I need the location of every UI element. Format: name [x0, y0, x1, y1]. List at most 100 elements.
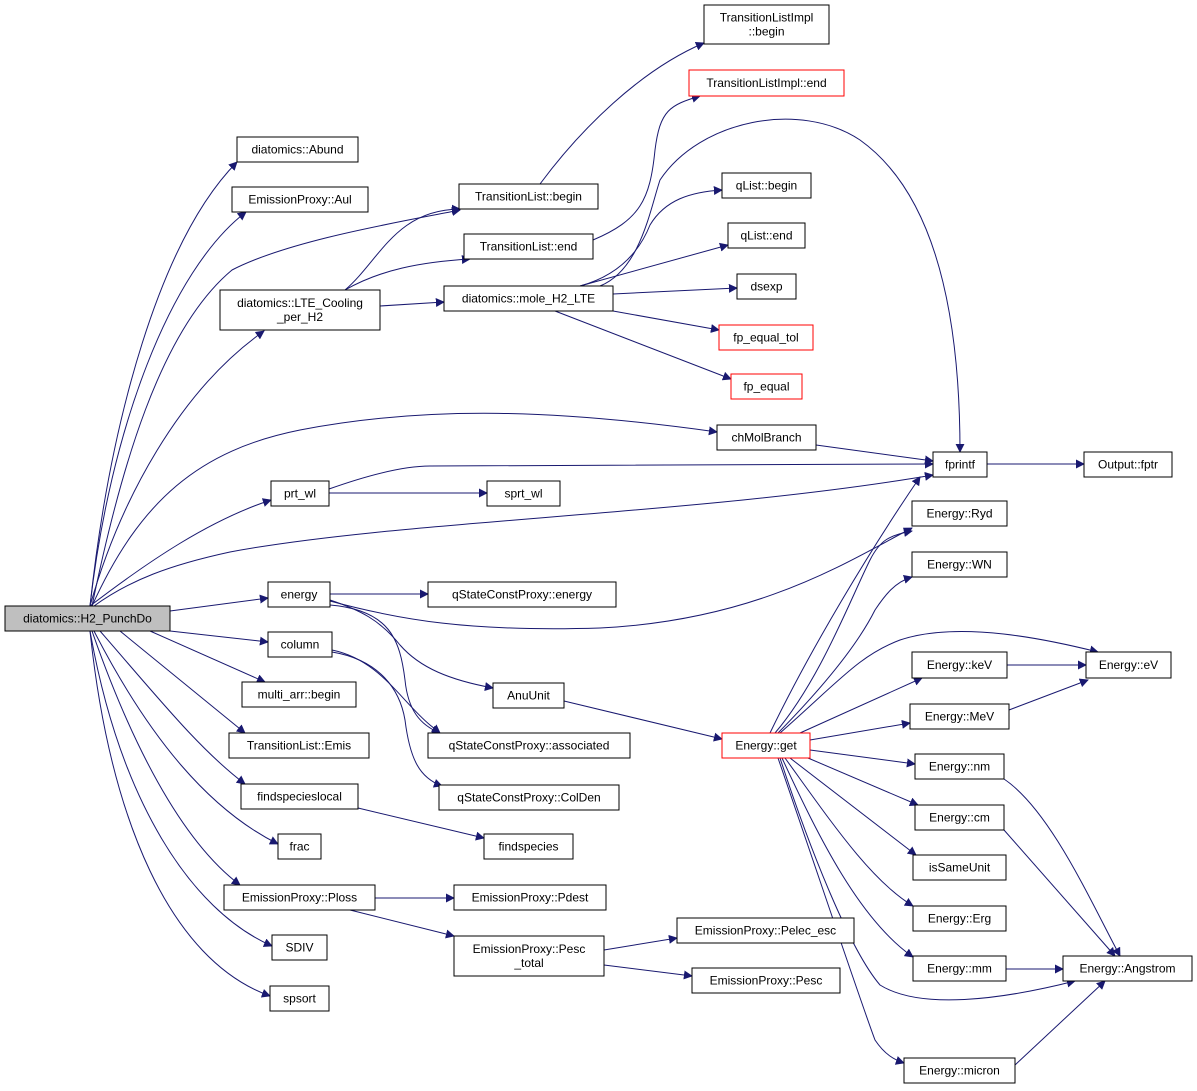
node-label: EmissionProxy::Pesc: [710, 974, 823, 988]
node-eev[interactable]: Energy::eV: [1085, 651, 1172, 679]
node-box: [1083, 451, 1173, 478]
node-prtwl[interactable]: prt_wl: [270, 480, 330, 507]
node-tliend[interactable]: TransitionListImpl::end: [688, 69, 845, 97]
node-anu[interactable]: AnuUnit: [492, 682, 565, 709]
edge-eget-to-emicron: [777, 757, 905, 1065]
edge-eget-to-eang: [779, 757, 1076, 1001]
node-qsenergy[interactable]: qStateConstProxy::energy: [427, 581, 617, 608]
node-dsexp[interactable]: dsexp: [736, 273, 797, 300]
node-sdiv[interactable]: SDIV: [271, 934, 328, 961]
node-box: [911, 500, 1008, 527]
node-eget[interactable]: Energy::get: [721, 732, 811, 759]
node-label: qStateConstProxy::energy: [452, 588, 592, 602]
node-multi[interactable]: multi_arr::begin: [241, 681, 357, 708]
node-box: [736, 273, 797, 300]
node-label: qStateConstProxy::ColDen: [457, 791, 600, 805]
node-label: Energy::Erg: [928, 912, 991, 926]
node-box: [718, 324, 814, 351]
node-outfptr[interactable]: Output::fptr: [1083, 451, 1173, 478]
node-ewn[interactable]: Energy::WN: [911, 551, 1008, 578]
node-qbegin[interactable]: qList::begin: [721, 172, 812, 199]
node-eerg[interactable]: Energy::Erg: [912, 905, 1007, 932]
node-energy[interactable]: energy: [267, 581, 331, 608]
edge-root-to-energy: [169, 594, 269, 612]
node-label: Energy::keV: [927, 658, 992, 672]
node-label: findspecies: [498, 840, 558, 854]
node-abund[interactable]: diatomics::Abund: [236, 136, 359, 163]
node-box: [453, 884, 607, 911]
node-label: column: [281, 638, 320, 652]
node-label: Energy::Angstrom: [1079, 962, 1175, 976]
node-enm[interactable]: Energy::nm: [914, 753, 1005, 780]
node-label: qList::end: [740, 229, 792, 243]
node-qsassoc[interactable]: qStateConstProxy::associated: [427, 732, 631, 759]
node-aul[interactable]: EmissionProxy::Aul: [231, 186, 369, 213]
node-label: TransitionList::Emis: [247, 739, 351, 753]
node-tlbegin[interactable]: TransitionList::begin: [458, 183, 599, 210]
node-pesc[interactable]: EmissionProxy::Pesc: [691, 967, 841, 994]
node-ekev[interactable]: Energy::keV: [911, 651, 1008, 679]
node-fpeq[interactable]: fp_equal: [730, 373, 803, 400]
node-column[interactable]: column: [267, 631, 333, 658]
node-label: qStateConstProxy::associated: [449, 739, 610, 753]
node-pelec[interactable]: EmissionProxy::Pelec_esc: [676, 917, 855, 944]
node-box: [1085, 651, 1172, 679]
node-issame[interactable]: isSameUnit: [912, 854, 1007, 881]
edge-energy-to-anu: [329, 599, 494, 691]
node-eang[interactable]: Energy::Angstrom: [1062, 955, 1193, 982]
node-fsl[interactable]: findspecieslocal: [240, 783, 359, 810]
node-fprintf[interactable]: fprintf: [932, 451, 988, 478]
node-emev[interactable]: Energy::MeV: [909, 703, 1010, 730]
node-box: [914, 753, 1005, 780]
node-mole[interactable]: diatomics::mole_H2_LTE: [443, 285, 614, 312]
node-tlibegin[interactable]: TransitionListImpl::begin: [703, 4, 830, 45]
node-box: [912, 854, 1007, 881]
node-emm[interactable]: Energy::mm: [912, 955, 1007, 982]
node-sprtwl[interactable]: sprt_wl: [486, 480, 561, 507]
node-label: SDIV: [285, 941, 313, 955]
node-qscolden[interactable]: qStateConstProxy::ColDen: [438, 784, 620, 811]
node-ploss[interactable]: EmissionProxy::Ploss: [223, 884, 376, 911]
node-pdest[interactable]: EmissionProxy::Pdest: [453, 884, 607, 911]
edge-pesctot-to-pesc: [603, 964, 693, 980]
edge-root-to-abund: [89, 161, 238, 607]
node-label: energy: [281, 588, 318, 602]
node-box: [727, 222, 806, 249]
node-box: [463, 233, 594, 260]
node-qend[interactable]: qList::end: [727, 222, 806, 249]
edge-enm-to-eang: [1003, 778, 1121, 957]
node-label: fprintf: [945, 458, 976, 472]
node-chmol[interactable]: chMolBranch: [716, 424, 817, 451]
node-fpeqtol[interactable]: fp_equal_tol: [718, 324, 814, 351]
node-label: Energy::nm: [929, 760, 990, 774]
node-label: TransitionListImpl: [720, 11, 814, 25]
node-root[interactable]: diatomics::H2_PunchDo: [4, 605, 171, 632]
node-label: EmissionProxy::Ploss: [242, 891, 357, 905]
node-emicron[interactable]: Energy::micron: [903, 1057, 1016, 1084]
node-tlend[interactable]: TransitionList::end: [463, 233, 594, 260]
edge-eget-to-ecm: [807, 757, 919, 806]
edge-root-to-frac: [93, 630, 279, 845]
node-spsort[interactable]: spsort: [269, 985, 330, 1012]
node-box: [1062, 955, 1193, 982]
node-lte[interactable]: diatomics::LTE_Cooling_per_H2: [219, 289, 381, 331]
node-box: [270, 480, 330, 507]
node-tlemis[interactable]: TransitionList::Emis: [228, 732, 370, 759]
edge-eget-to-enm: [809, 749, 916, 768]
edge-root-to-chmol: [91, 412, 718, 607]
node-box: [721, 732, 811, 759]
edge-root-to-prtwl: [89, 498, 272, 607]
edge-root-to-column: [169, 630, 269, 646]
node-fs[interactable]: findspecies: [483, 833, 574, 860]
node-box: [492, 682, 565, 709]
node-ecm[interactable]: Energy::cm: [914, 804, 1005, 831]
edge-eget-to-eryd: [774, 528, 913, 734]
node-box: [228, 732, 370, 759]
node-frac[interactable]: frac: [277, 833, 322, 860]
node-label: spsort: [283, 992, 316, 1006]
node-pesctot[interactable]: EmissionProxy::Pesc_total: [453, 935, 605, 977]
node-eryd[interactable]: Energy::Ryd: [911, 500, 1008, 527]
edge-root-to-tlemis: [119, 630, 246, 734]
node-label: qList::begin: [736, 179, 797, 193]
